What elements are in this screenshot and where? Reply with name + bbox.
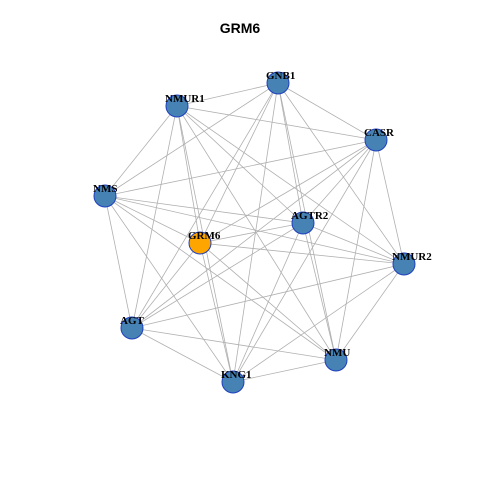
- edge-casr-agtr2: [302, 139, 377, 224]
- edge-nmur2-agt: [131, 263, 405, 329]
- node-label-agt: AGT: [120, 315, 145, 327]
- edge-nmur2-kng1: [232, 263, 405, 383]
- node-gnb1[interactable]: [266, 71, 290, 95]
- edge-grm6-kng1: [199, 242, 234, 383]
- node-label-nms: NMS: [93, 183, 117, 195]
- edge-nms-nmu: [104, 195, 337, 361]
- edge-grm6-nmur2: [199, 242, 405, 265]
- edge-nmur1-nms: [104, 105, 178, 197]
- edge-agt-kng1: [131, 327, 234, 383]
- edge-nmu-kng1: [232, 359, 337, 383]
- edge-nmur1-nmu: [176, 105, 337, 361]
- edge-nmur1-agt: [131, 105, 178, 329]
- node-kng1[interactable]: [221, 370, 245, 394]
- node-nms[interactable]: [93, 184, 117, 208]
- edge-nms-grm6: [104, 195, 201, 244]
- edge-nms-agt: [104, 195, 133, 329]
- node-nmur1[interactable]: [165, 94, 189, 118]
- edge-agtr2-grm6: [199, 222, 304, 244]
- node-label-nmur1: NMUR1: [165, 93, 205, 105]
- edge-casr-agt: [131, 139, 377, 329]
- edge-nmur1-agtr2: [176, 105, 304, 224]
- edges-layer: [104, 82, 405, 383]
- edge-casr-grm6: [199, 139, 377, 244]
- edge-nms-kng1: [104, 195, 234, 383]
- node-agtr2[interactable]: [291, 211, 315, 235]
- node-label-casr: CASR: [364, 127, 395, 139]
- edge-gnb1-nmur1: [176, 82, 279, 107]
- edge-nmur1-casr: [176, 105, 377, 141]
- edge-gnb1-grm6: [199, 82, 279, 244]
- edge-gnb1-agtr2: [277, 82, 304, 224]
- node-grm6[interactable]: [188, 231, 212, 255]
- node-casr[interactable]: [364, 128, 388, 152]
- edge-agtr2-nmur2: [302, 222, 405, 265]
- nodes-layer: [93, 71, 416, 394]
- node-label-agtr2: AGTR2: [291, 210, 329, 222]
- edge-grm6-agt: [131, 242, 201, 329]
- edge-casr-kng1: [232, 139, 377, 383]
- edge-nmur1-nmur2: [176, 105, 405, 265]
- edge-gnb1-agt: [131, 82, 279, 329]
- node-nmur2[interactable]: [392, 252, 416, 276]
- edge-nmur1-grm6: [176, 105, 201, 244]
- graph-title: GRM6: [219, 20, 261, 36]
- node-label-gnb1: GNB1: [266, 70, 295, 82]
- edge-agtr2-nmu: [302, 222, 337, 361]
- edge-gnb1-nms: [104, 82, 279, 197]
- node-label-nmu: NMU: [324, 347, 350, 359]
- edge-nms-nmur2: [104, 195, 405, 265]
- edge-agt-nmu: [131, 327, 337, 361]
- edge-nmur2-nmu: [335, 263, 405, 361]
- node-label-grm6: GRM6: [188, 230, 221, 242]
- edge-casr-nmur2: [375, 139, 405, 265]
- edge-casr-nms: [104, 139, 377, 197]
- node-label-kng1: KNG1: [221, 369, 252, 381]
- node-nmu[interactable]: [324, 348, 348, 372]
- edge-agtr2-kng1: [232, 222, 304, 383]
- edge-gnb1-casr: [277, 82, 377, 141]
- node-label-nmur2: NMUR2: [392, 251, 432, 263]
- edge-gnb1-nmur2: [277, 82, 405, 265]
- node-agt[interactable]: [120, 316, 144, 340]
- edge-nms-agtr2: [104, 195, 304, 224]
- edge-grm6-nmu: [199, 242, 337, 361]
- edge-casr-nmu: [335, 139, 377, 361]
- edge-agtr2-agt: [131, 222, 304, 329]
